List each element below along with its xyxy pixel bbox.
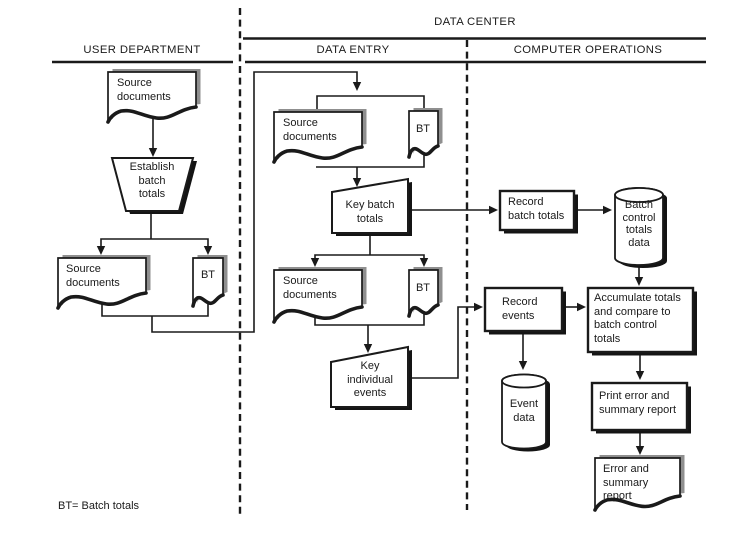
de-bt-document-2-label: BT bbox=[415, 282, 431, 294]
document-wave-edge bbox=[272, 305, 364, 324]
arrowhead-icon bbox=[419, 258, 429, 267]
co-record-events-process-box bbox=[483, 286, 566, 335]
arrowhead-icon bbox=[518, 361, 528, 370]
co-error-summary-report-label: Error and summary report bbox=[603, 463, 649, 502]
data-center-title: DATA CENTER bbox=[434, 16, 516, 28]
document-wave-edge bbox=[272, 145, 364, 164]
co-print-error-summary-process-box bbox=[590, 381, 691, 434]
de-source-documents-1-label: Source documents bbox=[283, 117, 337, 143]
de-key-individual-events-keying-symbol bbox=[330, 345, 412, 410]
ud-source-documents-2-label: Source documents bbox=[66, 263, 120, 289]
document-wave-edge bbox=[106, 105, 198, 124]
de-source-documents-2-label: Source documents bbox=[283, 275, 337, 301]
co-error-summary-report-document-symbol bbox=[593, 455, 685, 512]
ud-establish-batch-totals-manual-operation-symbol bbox=[110, 157, 197, 214]
ud-bt-document-symbol bbox=[191, 255, 228, 308]
connector-line bbox=[151, 71, 358, 333]
arrowhead-icon bbox=[203, 246, 213, 255]
document-wave-edge bbox=[593, 494, 682, 512]
co-record-events-label: Record events bbox=[502, 296, 538, 322]
co-print-error-summary-label: Print error and summary report bbox=[599, 390, 677, 416]
column-header-user-department: USER DEPARTMENT bbox=[83, 44, 201, 56]
co-accumulate-totals-label: Accumulate totals and compare to batch c… bbox=[594, 292, 681, 345]
arrowhead-icon bbox=[577, 302, 586, 312]
co-event-data-database-symbol bbox=[501, 373, 550, 452]
arrowhead-icon bbox=[489, 205, 498, 215]
co-batch-control-totals-database-symbol bbox=[614, 187, 667, 268]
arrowhead-icon bbox=[352, 178, 362, 187]
co-record-batch-totals-process-box bbox=[498, 189, 578, 234]
ud-source-documents-2-document-symbol bbox=[56, 255, 151, 310]
connector-line bbox=[101, 296, 209, 317]
de-source-documents-1-document-symbol bbox=[272, 109, 367, 164]
co-batch-control-totals-data-label: Batch control totals data bbox=[622, 199, 656, 249]
document-symbols bbox=[56, 69, 685, 512]
de-key-batch-totals-keying-symbol bbox=[331, 177, 412, 236]
connector-line bbox=[100, 238, 209, 249]
arrowhead-icon bbox=[96, 246, 106, 255]
co-event-data-label: Event data bbox=[509, 398, 539, 424]
arrowhead-icon bbox=[635, 446, 645, 455]
ud-source-documents-1-document-symbol bbox=[106, 69, 201, 124]
arrowhead-icon bbox=[474, 302, 483, 312]
document-wave-edge bbox=[56, 291, 148, 310]
connector-line bbox=[408, 306, 477, 379]
document-wave-edge bbox=[407, 303, 440, 318]
document-wave-edge bbox=[191, 293, 225, 308]
arrowhead-icon bbox=[363, 344, 373, 353]
bt-legend: BT= Batch totals bbox=[58, 500, 140, 512]
column-header-computer-operations: COMPUTER OPERATIONS bbox=[513, 44, 663, 56]
ud-establish-batch-totals-label: Establish batch totals bbox=[129, 161, 175, 200]
co-record-batch-totals-label: Record batch totals bbox=[508, 196, 565, 222]
document-wave-edge bbox=[407, 144, 440, 159]
arrowhead-icon bbox=[634, 277, 644, 286]
arrowhead-icon bbox=[148, 148, 158, 157]
arrowhead-icon bbox=[352, 82, 362, 91]
ud-bt-document-label: BT bbox=[200, 269, 216, 281]
arrowhead-icon bbox=[603, 205, 612, 215]
arrowhead-icon bbox=[635, 371, 645, 380]
de-key-batch-totals-label: Key batch totals bbox=[345, 199, 395, 225]
column-header-data-entry: DATA ENTRY bbox=[316, 44, 390, 56]
de-source-documents-2-document-symbol bbox=[272, 267, 367, 324]
ud-source-documents-1-label: Source documents bbox=[117, 77, 171, 103]
flow-arrowheads bbox=[96, 82, 645, 455]
connector-line bbox=[314, 312, 425, 326]
de-bt-document-1-symbol bbox=[407, 108, 443, 159]
co-accumulate-totals-process-box bbox=[586, 286, 697, 356]
de-bt-document-2-symbol bbox=[407, 267, 443, 318]
de-key-individual-events-label: Key individual events bbox=[347, 360, 393, 399]
connector-line bbox=[316, 95, 425, 168]
arrowhead-icon bbox=[310, 258, 320, 267]
swimlane-structure bbox=[52, 8, 706, 516]
de-bt-document-1-label: BT bbox=[415, 123, 431, 135]
